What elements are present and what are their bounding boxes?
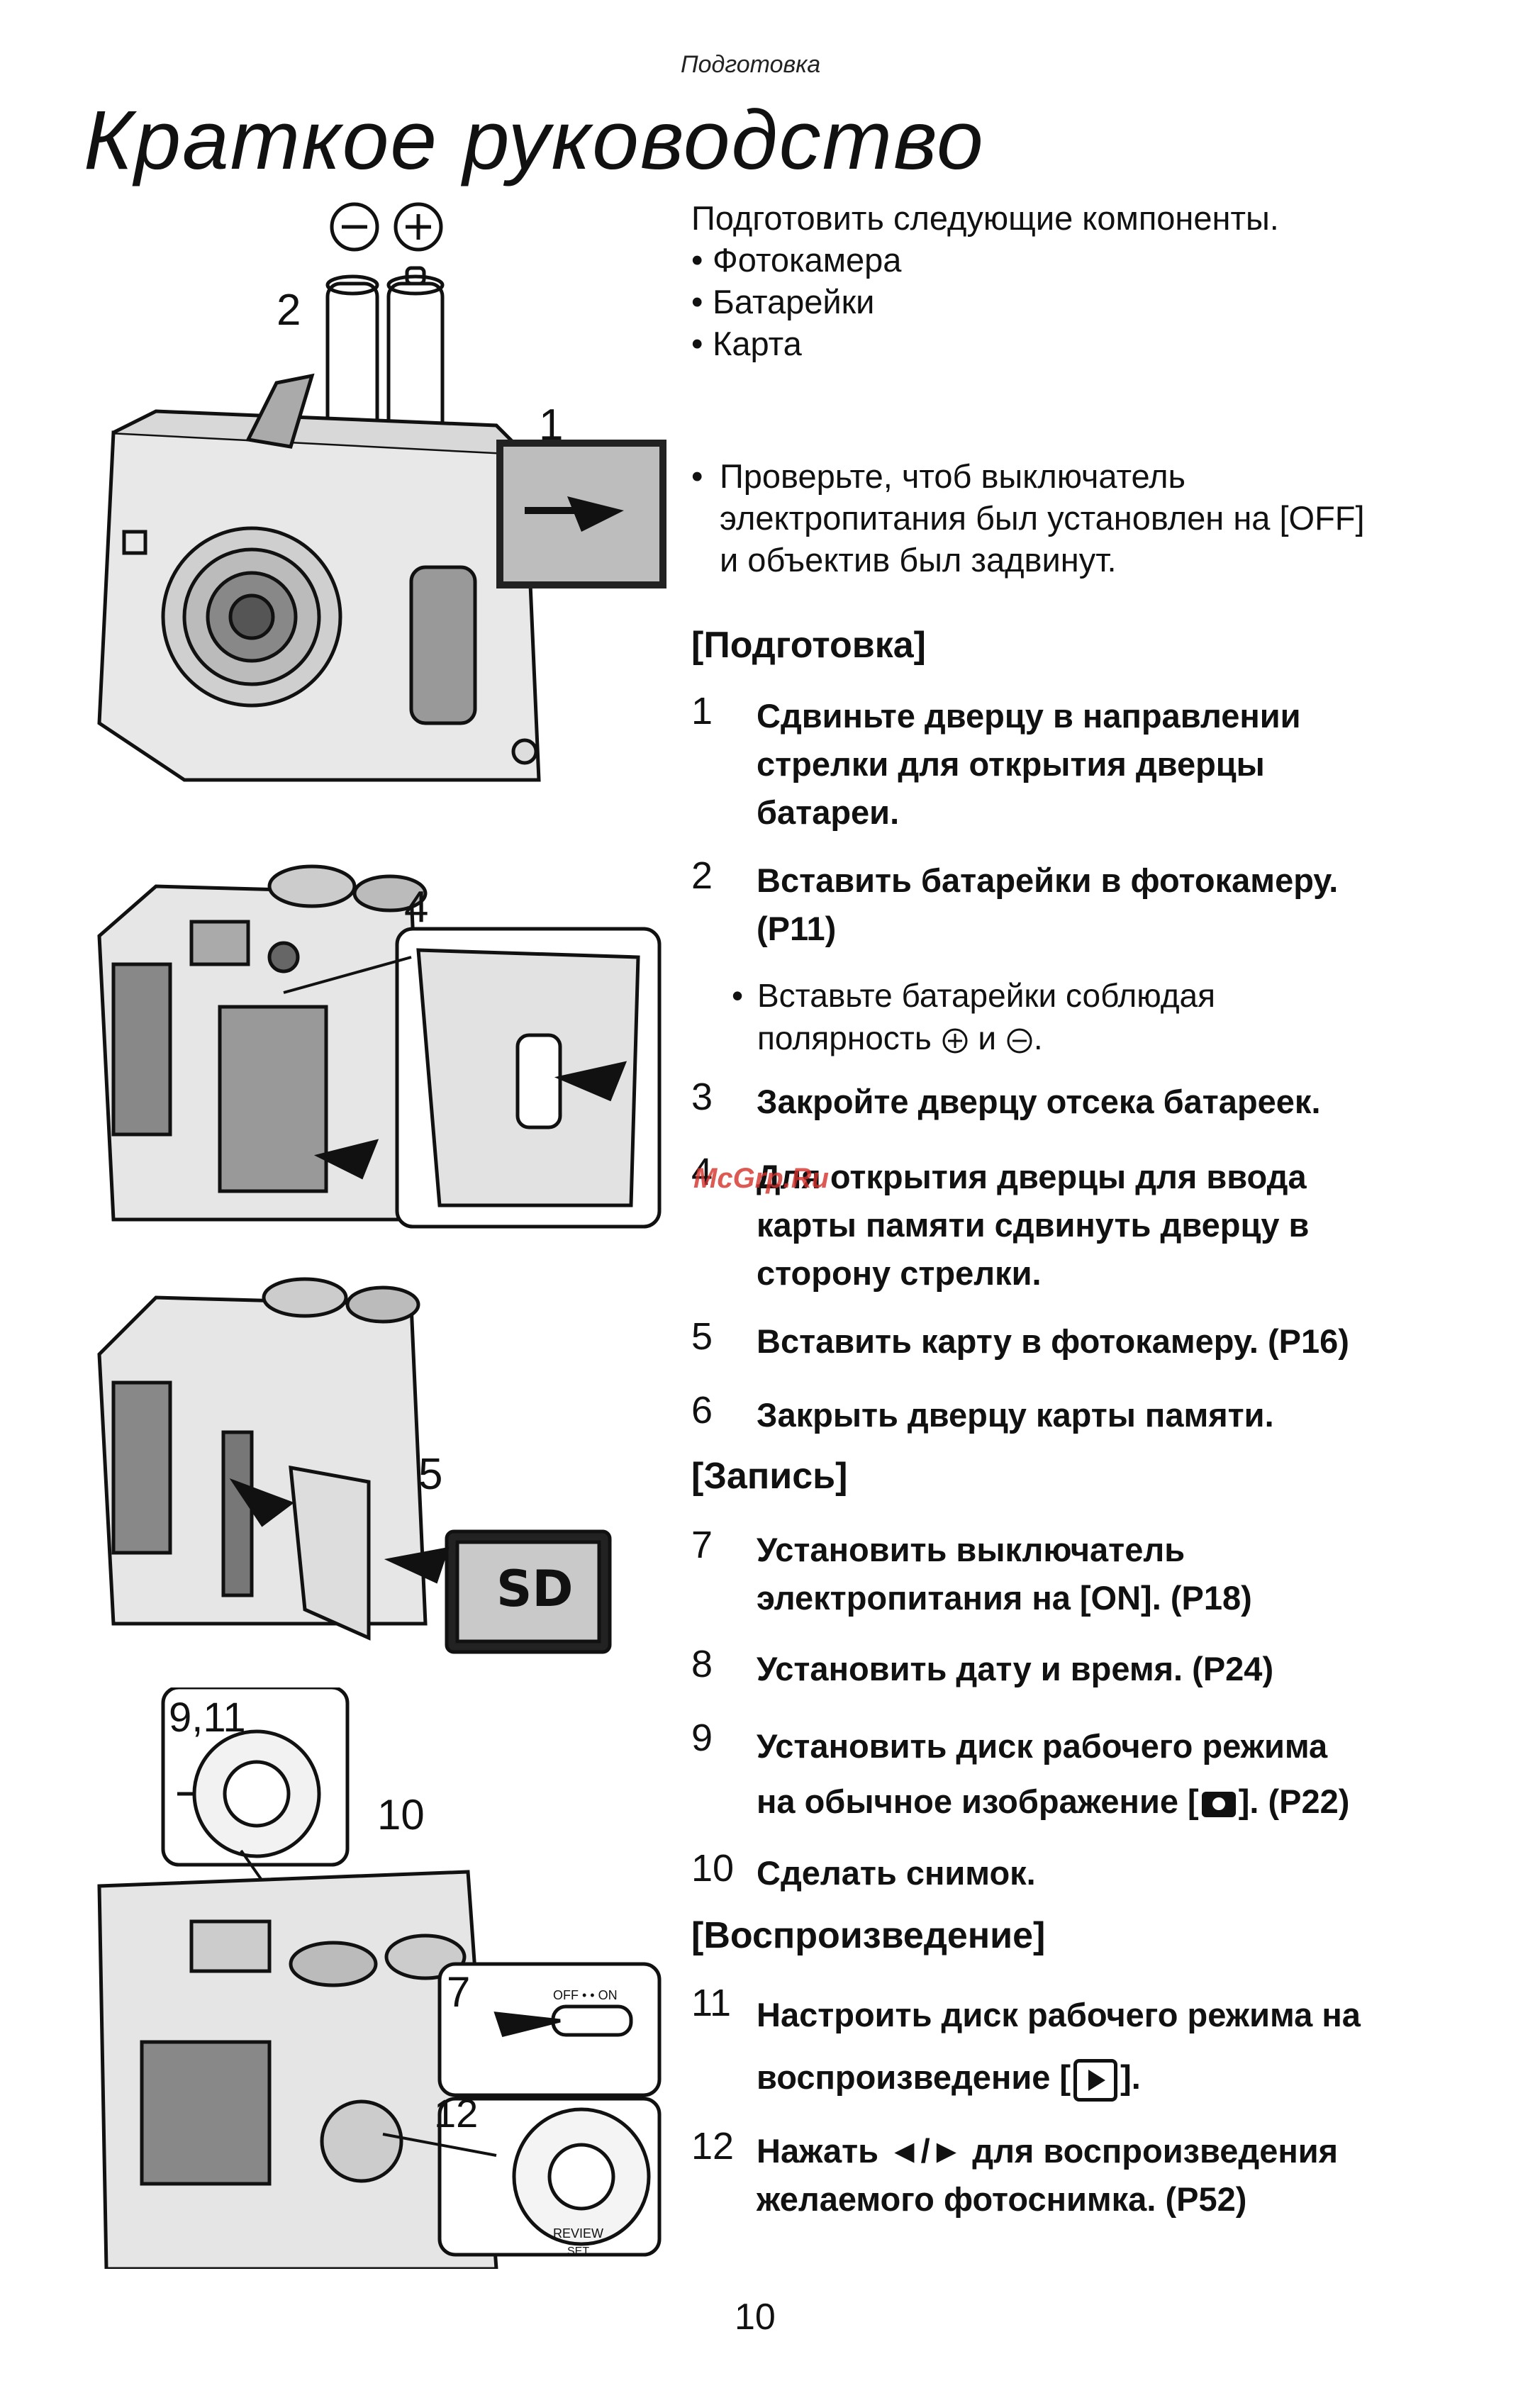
camera-mode-icon	[1201, 1791, 1236, 1817]
page-number: 10	[735, 2297, 776, 2338]
dial-set-label: SET	[567, 2245, 589, 2258]
illustration-controls: 9,11 10 7 OFF • • ON 12 REVIEW SET	[71, 1687, 666, 2269]
illustration-battery-insert: 2 1	[71, 199, 666, 822]
switch-label: OFF • • ON	[553, 1988, 618, 2002]
intro-block: Подготовить следующие компоненты. •Фоток…	[691, 197, 1478, 364]
figure-label-1: 1	[539, 401, 563, 450]
svg-text:SD: SD	[496, 1560, 574, 1618]
section-heading-play: [Воспроизведение]	[691, 1915, 1046, 1956]
step-2-note: • Вставьте батарейки соблюдая полярность…	[732, 977, 1216, 1056]
intro-item-camera: •Фотокамера	[691, 241, 902, 279]
figure-label-10: 10	[377, 1791, 425, 1839]
page-title: Краткое руководство	[84, 94, 985, 187]
section-heading-prep: [Подготовка]	[691, 625, 926, 666]
intro-lead: Подготовить следующие компоненты.	[691, 199, 1279, 237]
illustration-card-insert: SD 5	[71, 1269, 666, 1666]
figure-label-2: 2	[277, 286, 301, 335]
figure-label-4: 4	[404, 883, 428, 932]
intro-item-card: •Карта	[691, 325, 802, 362]
figure-label-12: 12	[434, 2091, 478, 2136]
figure-label-7: 7	[447, 1968, 470, 2016]
playback-icon	[1073, 2058, 1118, 2102]
section-heading-record: [Запись]	[691, 1456, 848, 1497]
section-label: Подготовка	[681, 51, 821, 78]
minus-polarity-icon	[1007, 1028, 1032, 1054]
plus-polarity-icon	[942, 1028, 968, 1054]
figure-label-9-11: 9,11	[169, 1695, 246, 1741]
dial-review-label: REVIEW	[553, 2226, 603, 2241]
check-note: • Проверьте, чтоб выключатель электропит…	[691, 457, 1365, 579]
watermark: McGrp.Ru	[693, 1163, 830, 1194]
intro-item-batteries: •Батарейки	[691, 283, 875, 320]
figure-label-5: 5	[418, 1450, 442, 1499]
illustration-battery-door: 4	[71, 851, 666, 1234]
